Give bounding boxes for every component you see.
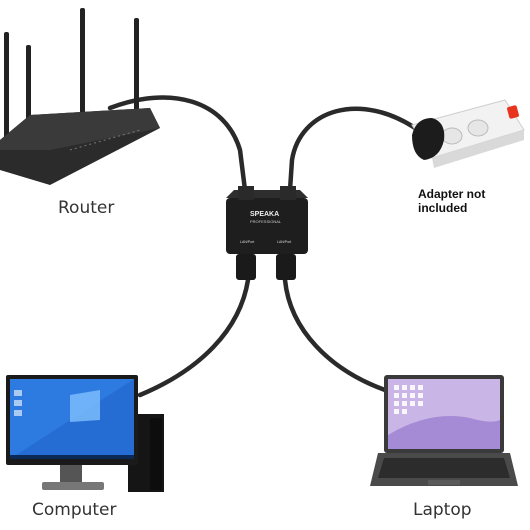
- plug-left: [236, 254, 256, 280]
- adapter-note: Adapter not included: [418, 187, 530, 215]
- cable-laptop: [285, 280, 385, 390]
- cable-power: [290, 109, 418, 190]
- splitter-body: [226, 198, 308, 254]
- router-antenna: [134, 18, 139, 123]
- windows-logo: [70, 390, 100, 422]
- splitter: SPEAKA PROFESSIONAL LAN/Port LAN/Port: [226, 186, 308, 280]
- splitter-brand: SPEAKA: [250, 211, 279, 218]
- monitor-base: [42, 482, 104, 490]
- trackpad: [428, 480, 460, 485]
- port-label-left: LAN/Port: [240, 240, 254, 244]
- computer-label: Computer: [32, 500, 117, 520]
- cable-computer: [140, 280, 248, 395]
- router-label: Router: [58, 198, 114, 218]
- router-antenna: [80, 8, 85, 120]
- socket: [442, 128, 462, 144]
- router: [0, 8, 160, 185]
- laptop-label: Laptop: [413, 500, 472, 520]
- plug-right: [276, 254, 296, 280]
- splitter-subbrand: PROFESSIONAL: [250, 219, 282, 224]
- router-antenna: [4, 32, 9, 142]
- socket: [468, 120, 488, 136]
- power-strip: [412, 100, 524, 168]
- laptop: [370, 375, 518, 486]
- monitor-stand: [60, 465, 82, 483]
- port-label-right: LAN/Port: [277, 240, 291, 244]
